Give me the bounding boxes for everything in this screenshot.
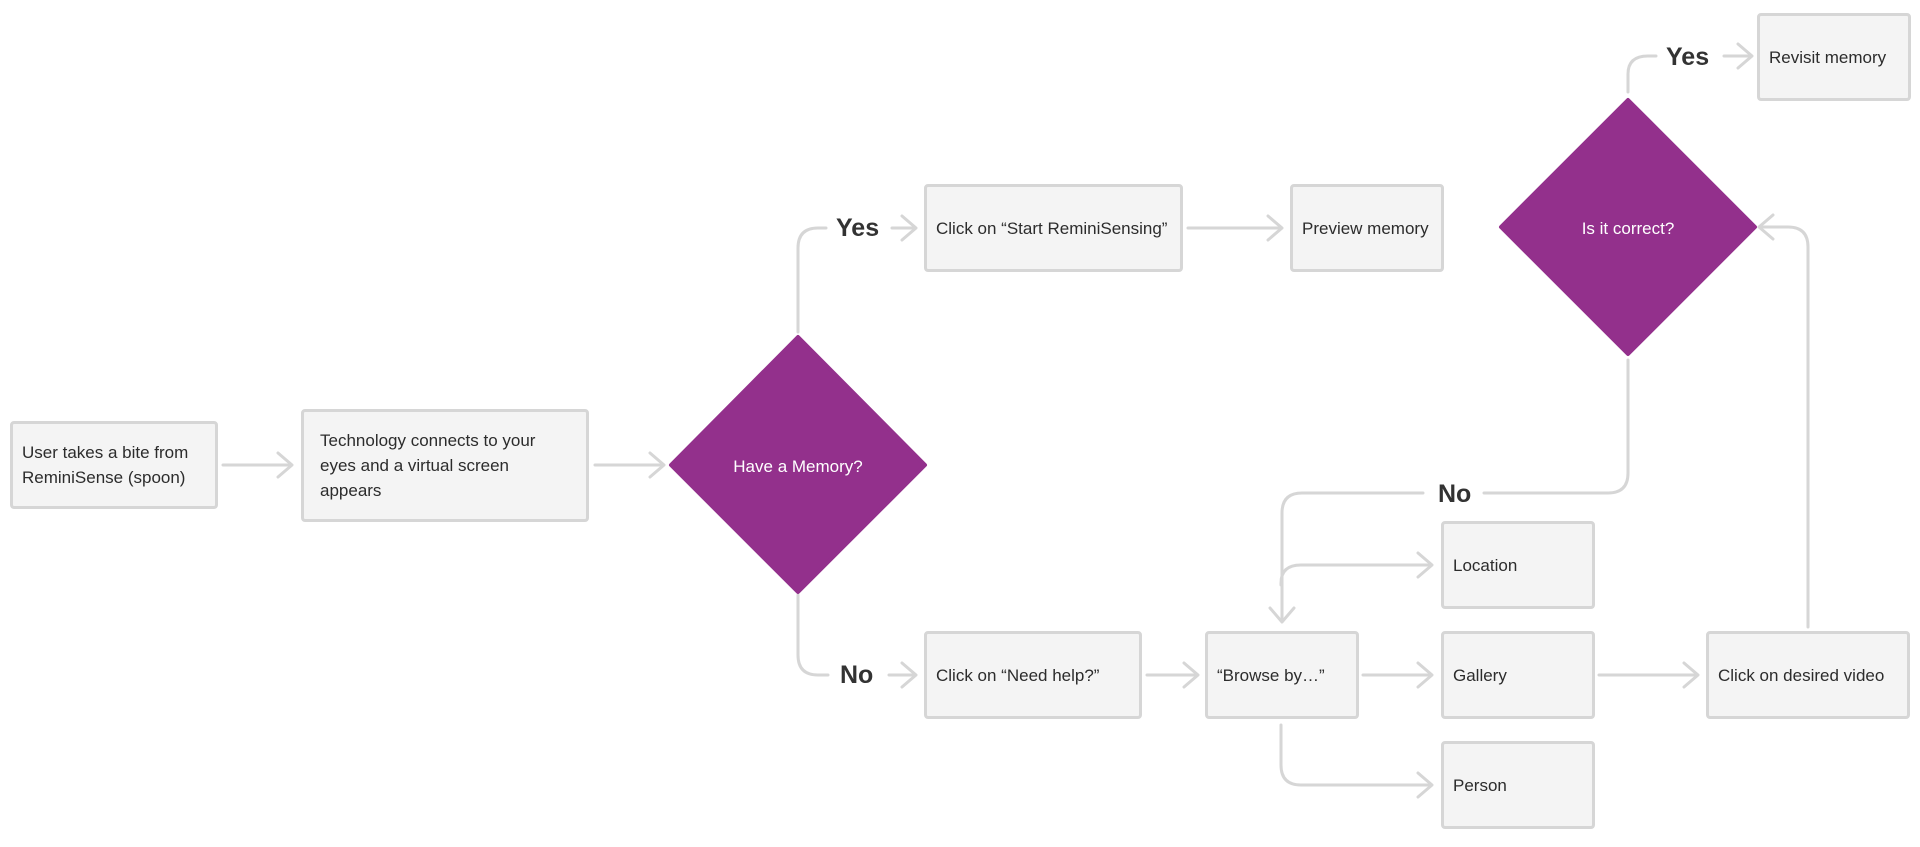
arrowhead-need-help bbox=[900, 661, 918, 689]
node-start-reminisensing-label: Click on “Start ReminiSensing” bbox=[936, 218, 1168, 238]
node-person[interactable]: Person bbox=[1441, 741, 1595, 829]
node-start-label: User takes a bite from ReminiSense (spoo… bbox=[22, 443, 189, 487]
branch-label-memory-no: No bbox=[840, 661, 874, 689]
arrowhead-connect bbox=[276, 451, 294, 479]
connector-decision-no bbox=[796, 593, 830, 677]
node-technology-connects[interactable]: Technology connects to your eyes and a v… bbox=[301, 409, 589, 522]
connector-correct-yes bbox=[1626, 54, 1658, 94]
connector-decision-yes bbox=[796, 226, 828, 334]
node-gallery-label: Gallery bbox=[1453, 665, 1507, 685]
decision-is-correct-shape[interactable] bbox=[1499, 98, 1757, 356]
decision-have-memory-shape[interactable] bbox=[669, 335, 927, 594]
arrowhead-revisit bbox=[1736, 42, 1754, 70]
connector-browse-to-location bbox=[1279, 563, 1432, 587]
connector-correct-no bbox=[1482, 358, 1630, 495]
node-start[interactable]: User takes a bite from ReminiSense (spoo… bbox=[10, 421, 218, 509]
node-browse-by-label: “Browse by…” bbox=[1217, 665, 1325, 685]
node-desired-video-label: Click on desired video bbox=[1718, 665, 1885, 685]
node-start-reminisensing[interactable]: Click on “Start ReminiSensing” bbox=[924, 184, 1183, 272]
decision-have-memory-label: Have a Memory? bbox=[733, 456, 863, 476]
connector-video-to-correct bbox=[1759, 225, 1810, 629]
node-preview-memory-label: Preview memory bbox=[1302, 218, 1429, 238]
arrowhead-browse bbox=[1182, 661, 1200, 689]
arrowhead-video bbox=[1682, 661, 1700, 689]
node-person-label: Person bbox=[1453, 775, 1507, 795]
arrowhead-correct bbox=[1757, 213, 1775, 241]
arrowhead-person bbox=[1416, 771, 1434, 799]
node-need-help[interactable]: Click on “Need help?” bbox=[924, 631, 1142, 719]
node-location[interactable]: Location bbox=[1441, 521, 1595, 609]
decision-is-correct-label: Is it correct? bbox=[1581, 218, 1675, 238]
node-technology-connects-label: Technology connects to your eyes and a v… bbox=[320, 431, 536, 500]
branch-label-correct-yes: Yes bbox=[1666, 43, 1710, 71]
branch-label-memory-yes: Yes bbox=[836, 214, 880, 242]
connector-no-to-browse bbox=[1280, 491, 1425, 622]
arrowhead-gallery bbox=[1416, 661, 1434, 689]
branch-label-correct-no: No bbox=[1438, 480, 1472, 508]
arrowhead-location bbox=[1416, 551, 1434, 579]
arrowhead-preview bbox=[1266, 214, 1284, 242]
arrowhead-start-reminisensing bbox=[900, 214, 918, 242]
arrowhead-browse-return bbox=[1268, 606, 1296, 624]
node-revisit-memory-label: Revisit memory bbox=[1769, 47, 1887, 67]
node-revisit-memory[interactable]: Revisit memory bbox=[1757, 13, 1911, 101]
arrowhead-decision bbox=[648, 451, 666, 479]
node-desired-video[interactable]: Click on desired video bbox=[1706, 631, 1910, 719]
node-location-label: Location bbox=[1453, 555, 1518, 575]
node-need-help-label: Click on “Need help?” bbox=[936, 665, 1100, 685]
node-gallery[interactable]: Gallery bbox=[1441, 631, 1595, 719]
connector-browse-to-person bbox=[1279, 723, 1432, 787]
node-preview-memory[interactable]: Preview memory bbox=[1290, 184, 1444, 272]
node-browse-by[interactable]: “Browse by…” bbox=[1205, 631, 1359, 719]
